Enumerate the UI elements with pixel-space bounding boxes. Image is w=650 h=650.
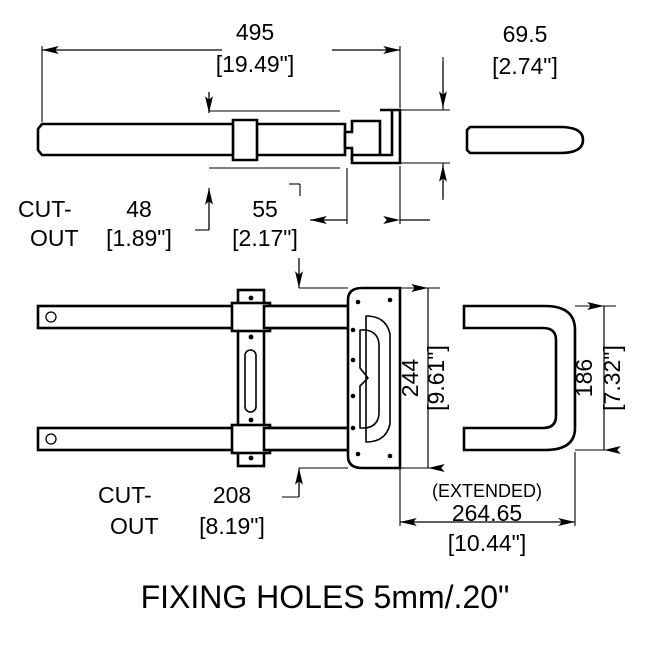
plan-panel-dot-7 bbox=[387, 297, 393, 303]
plan-grab-bar-u bbox=[462, 304, 577, 452]
dim-48-imperial: [1.89"] bbox=[106, 225, 172, 251]
plan-fixing-hole-1 bbox=[248, 295, 254, 301]
dim-55-metric: 55 bbox=[252, 196, 278, 222]
plan-cutout-label-line1: CUT- bbox=[98, 482, 152, 508]
dim-48-metric: 48 bbox=[126, 196, 152, 222]
plan-panel-dot-6 bbox=[355, 451, 361, 457]
dim-26465-imperial: [10.44"] bbox=[448, 530, 527, 556]
plan-rail-upper-inner bbox=[262, 304, 356, 330]
plan-fixing-hole-3 bbox=[248, 417, 254, 423]
plan-panel-dot-3 bbox=[350, 357, 356, 363]
side-cutout-label-line2: OUT bbox=[30, 225, 79, 251]
side-cutout-label-line1: CUT- bbox=[18, 196, 72, 222]
plan-panel-dot-4 bbox=[350, 393, 356, 399]
side-view-rail bbox=[36, 122, 347, 157]
dim-495-imperial: [19.49"] bbox=[216, 51, 295, 77]
plan-fixing-hole-2 bbox=[248, 334, 254, 340]
drawing-title: FIXING HOLES 5mm/.20" bbox=[141, 579, 510, 615]
dim-244-metric: 244 bbox=[397, 359, 423, 398]
plan-panel-dot-2 bbox=[350, 327, 356, 333]
side-view-hub bbox=[343, 119, 382, 161]
plan-rail-upper-hole bbox=[45, 311, 57, 323]
side-view-wall-bracket bbox=[350, 108, 402, 165]
dim-208-imperial: [8.19"] bbox=[199, 513, 265, 539]
dim-186-metric: 186 bbox=[571, 359, 597, 397]
plan-rail-lower-inner bbox=[262, 426, 356, 452]
dim-186-imperial: [7.32"] bbox=[599, 345, 625, 411]
dim-244-imperial: [9.61"] bbox=[423, 345, 449, 411]
plan-handle-pivot bbox=[359, 329, 369, 429]
plan-rail-lower-hole bbox=[45, 433, 57, 445]
dim-695-metric: 69.5 bbox=[503, 21, 548, 47]
plan-cutout-label-line2: OUT bbox=[110, 513, 159, 539]
side-view-detached-bar bbox=[465, 125, 585, 155]
extended-note: (EXTENDED) bbox=[432, 481, 542, 501]
dim-495-metric: 495 bbox=[236, 19, 274, 45]
side-view-collar bbox=[231, 118, 259, 162]
plan-view-geometry bbox=[36, 286, 577, 470]
plan-fixing-hole-4 bbox=[248, 455, 254, 461]
dim-26465-metric: 264.65 bbox=[452, 500, 522, 526]
plan-view-dimensions: 244 [9.61"] 186 [7.32"] 208 [8.19"] CUT-… bbox=[98, 258, 625, 556]
dim-695-imperial: [2.74"] bbox=[492, 53, 558, 79]
side-view-dimensions: 495 [19.49"] 69.5 [2.74"] 48 [1.89"] CUT… bbox=[18, 19, 558, 251]
dim-55-imperial: [2.17"] bbox=[232, 225, 298, 251]
plan-panel-dot-1 bbox=[355, 299, 361, 305]
side-view-geometry bbox=[36, 108, 585, 165]
plan-panel-dot-8 bbox=[387, 453, 393, 459]
dim-208-metric: 208 bbox=[213, 482, 251, 508]
plan-plate-slot bbox=[244, 349, 257, 413]
plan-panel-dot-5 bbox=[350, 425, 356, 431]
